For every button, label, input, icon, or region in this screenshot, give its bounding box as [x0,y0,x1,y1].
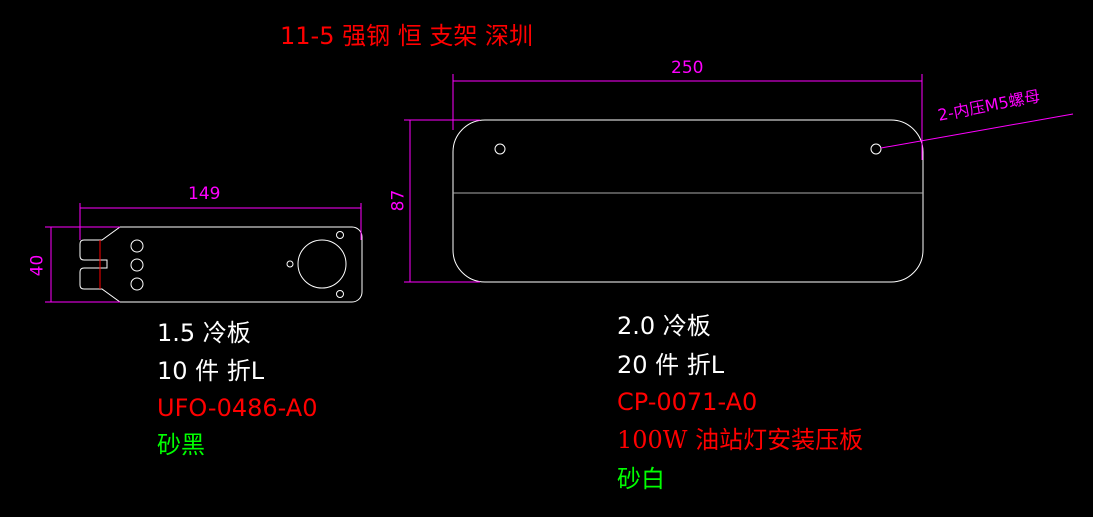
drawing-title: 11-5 强钢 恒 支架 深圳 [280,22,533,50]
right-material: 2.0 冷板 [617,312,711,340]
leader-line [880,113,1074,149]
left-dimensions [45,203,362,303]
left-height-dimension: 40 [27,254,48,277]
right-height-dimension: 87 [388,189,409,212]
left-part-number: UFO-0486-A0 [157,394,318,422]
left-width-dimension: 149 [188,184,221,204]
left-material: 1.5 冷板 [157,319,251,347]
right-quantity: 20 件 折L [617,351,725,379]
right-finish: 砂白 [617,465,665,493]
right-description: 100W 油站灯安装压板 [617,426,864,454]
right-width-dimension: 250 [671,58,704,78]
left-quantity: 10 件 折L [157,357,265,385]
right-dimensions [404,74,1074,283]
right-plate-outline [452,119,924,283]
left-finish: 砂黑 [157,431,205,459]
left-part-outline [79,226,363,303]
right-part-number: CP-0071-A0 [617,388,758,416]
